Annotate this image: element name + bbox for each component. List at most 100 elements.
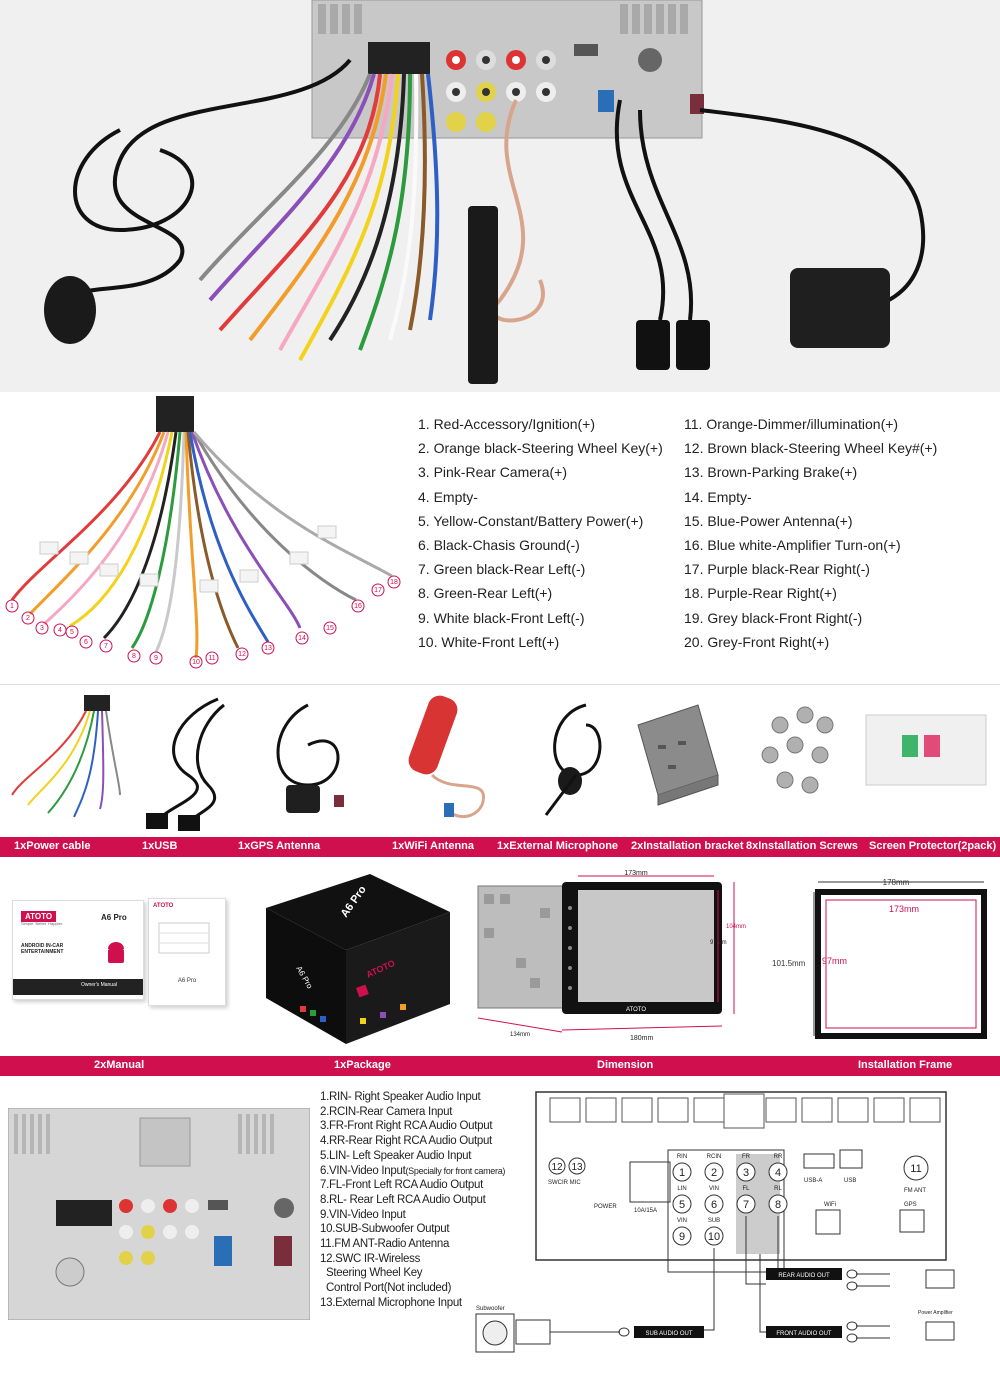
rl-label: RL: [774, 1186, 782, 1192]
label-screen-protector: Screen Protector(2pack): [869, 840, 997, 852]
dimension-width-top: 173mm: [624, 870, 648, 877]
dimension-height-side: 104mm: [726, 924, 746, 930]
power-cable-image: [4, 685, 124, 835]
rl-number: 8: [775, 1199, 781, 1211]
android-icon: [108, 942, 124, 963]
pin-9: 9: [154, 655, 158, 662]
manual-footer-bar: Owner's Manual: [13, 979, 143, 995]
connection-item: 13.External Microphone Input: [320, 1296, 462, 1309]
label-external-microphone: 1xExternal Microphone: [497, 840, 619, 852]
connection-item: 1.RIN- Right Speaker Audio Input: [320, 1091, 481, 1103]
guide-brand: ATOTO: [153, 903, 174, 909]
swc-number: 12: [551, 1162, 563, 1173]
usb-label: USB: [844, 1178, 856, 1184]
rr-number: 4: [775, 1167, 781, 1179]
power-label: POWER: [594, 1204, 617, 1210]
product-cables-photo: [0, 0, 1000, 392]
label-wifi-antenna: 1xWiFi Antenna: [392, 840, 475, 852]
connection-item: Steering Wheel Key: [326, 1267, 423, 1280]
manual-brand: ATOTO: [21, 911, 57, 922]
screen-protector-image: [862, 685, 992, 835]
owners-manual: ATOTO A6 Pro Simple. Better. Happier. AN…: [12, 900, 144, 1000]
screws-image: [750, 685, 850, 835]
label-dimension: Dimension: [597, 1059, 654, 1071]
connection-item: 2.RCIN-Rear Camera Input: [320, 1105, 453, 1118]
harness-item: 10. White-Front Left(+): [418, 633, 560, 650]
connection-note: (Specially for front camera): [405, 1165, 506, 1176]
harness-item: 12. Brown black-Steering Wheel Key#(+): [684, 440, 938, 457]
pin-14: 14: [298, 635, 306, 642]
amplifier-label: Power Amplifier: [918, 1310, 953, 1316]
harness-item: 18. Purple-Rear Right(+): [684, 585, 837, 602]
label-package: 1xPackage: [334, 1059, 391, 1071]
vin-label: VIN: [709, 1186, 719, 1192]
harness-list-left: 1. Red-Accessory/Ignition(+) 2. Orange b…: [418, 412, 678, 654]
sub-number: 10: [708, 1231, 720, 1243]
harness-item: 4. Empty-: [418, 488, 478, 505]
frame-outer-width: 178mm: [883, 878, 910, 887]
wifi-antenna-image: [402, 685, 502, 835]
lin-label: LIN: [677, 1186, 686, 1192]
label-manual: 2xManual: [94, 1059, 145, 1071]
fr-label: FR: [742, 1154, 751, 1160]
label-installation-bracket: 2xInstallation bracket: [631, 840, 744, 852]
connection-item: Control Port(Not included): [326, 1282, 452, 1295]
head-unit-cables-illustration: [0, 0, 1000, 392]
rcin-number: 2: [711, 1167, 717, 1179]
harness-item: 5. Yellow-Constant/Battery Power(+): [418, 512, 644, 529]
pin-12: 12: [238, 651, 246, 658]
frame-inner-width: 173mm: [889, 904, 919, 914]
fm-number: 11: [910, 1163, 921, 1175]
pin-6: 6: [84, 639, 88, 646]
dimension-drawing: ATOTO 173mm 104mm 97mm 134mm 180mm: [477, 870, 746, 1042]
pin-10: 10: [192, 659, 200, 666]
guide-diagram-icon: [158, 922, 210, 954]
usba-label: USB-A: [804, 1178, 822, 1184]
harness-item: 13. Brown-Parking Brake(+): [684, 464, 858, 481]
package-label-bar: 2xManual 1xPackage Dimension Installatio…: [0, 1056, 1000, 1076]
label-installation-frame: Installation Frame: [858, 1059, 953, 1071]
mic-number: 13: [571, 1162, 583, 1173]
connection-item: 12.SWC IR-Wireless: [320, 1252, 421, 1265]
accessory-label-bar: 1xPower cable 1xUSB 1xGPS Antenna 1xWiFi…: [0, 837, 1000, 857]
pin-18: 18: [390, 579, 398, 586]
harness-item: 11. Orange-Dimmer/illumination(+): [684, 416, 899, 432]
connection-list: 1.RIN- Right Speaker Audio Input 2.RCIN-…: [320, 1090, 505, 1311]
dimension-height-inner: 97mm: [710, 940, 727, 946]
guide-model: A6 Pro: [177, 978, 197, 984]
harness-item: 15. Blue-Power Antenna(+): [684, 512, 853, 529]
pin-3: 3: [40, 625, 44, 632]
dimension-width-bottom: 180mm: [630, 1035, 654, 1042]
fl-label: FL: [742, 1186, 750, 1192]
pin-2: 2: [26, 615, 30, 622]
connection-item-6: 6.VIN-Video Input: [320, 1164, 406, 1177]
manual-tagline: Simple. Better. Happier.: [21, 921, 64, 926]
connection-item: 4.RR-Rear Right RCA Audio Output: [320, 1135, 492, 1148]
connection-item: 9.VIN-Video Input: [320, 1208, 406, 1221]
pin-4: 4: [58, 627, 62, 634]
connection-diagram-section: 1.RIN- Right Speaker Audio Input 2.RCIN-…: [0, 1076, 1000, 1375]
wifi-label: WiFi: [824, 1202, 836, 1208]
dimension-brand: ATOTO: [626, 1007, 646, 1013]
label-installation-screws: 8xInstallation Screws: [746, 840, 858, 852]
front-audio-label: FRONT AUDIO OUT: [776, 1331, 832, 1337]
bracket-image: [628, 685, 728, 835]
gps-antenna-image: [258, 685, 358, 835]
pin-5: 5: [70, 629, 74, 636]
rin-label: RIN: [677, 1154, 687, 1160]
pin-11: 11: [208, 655, 215, 662]
harness-item: 7. Green black-Rear Left(-): [418, 561, 586, 578]
pin-1: 1: [10, 603, 14, 610]
vin2-label: VIN: [677, 1218, 687, 1224]
pin-13: 13: [264, 645, 272, 652]
label-gps-antenna: 1xGPS Antenna: [238, 840, 321, 852]
label-power-cable: 1xPower cable: [14, 840, 91, 852]
subwoofer-label: Subwoofer: [476, 1306, 505, 1312]
pin-15: 15: [326, 625, 334, 632]
pin-7: 7: [104, 643, 108, 650]
harness-item: 3. Pink-Rear Camera(+): [418, 464, 567, 481]
harness-item: 8. Green-Rear Left(+): [418, 585, 553, 602]
fm-label: FM ANT: [904, 1188, 926, 1194]
sub-audio-label: SUB AUDIO OUT: [645, 1331, 692, 1337]
vin2-number: 9: [679, 1231, 685, 1243]
